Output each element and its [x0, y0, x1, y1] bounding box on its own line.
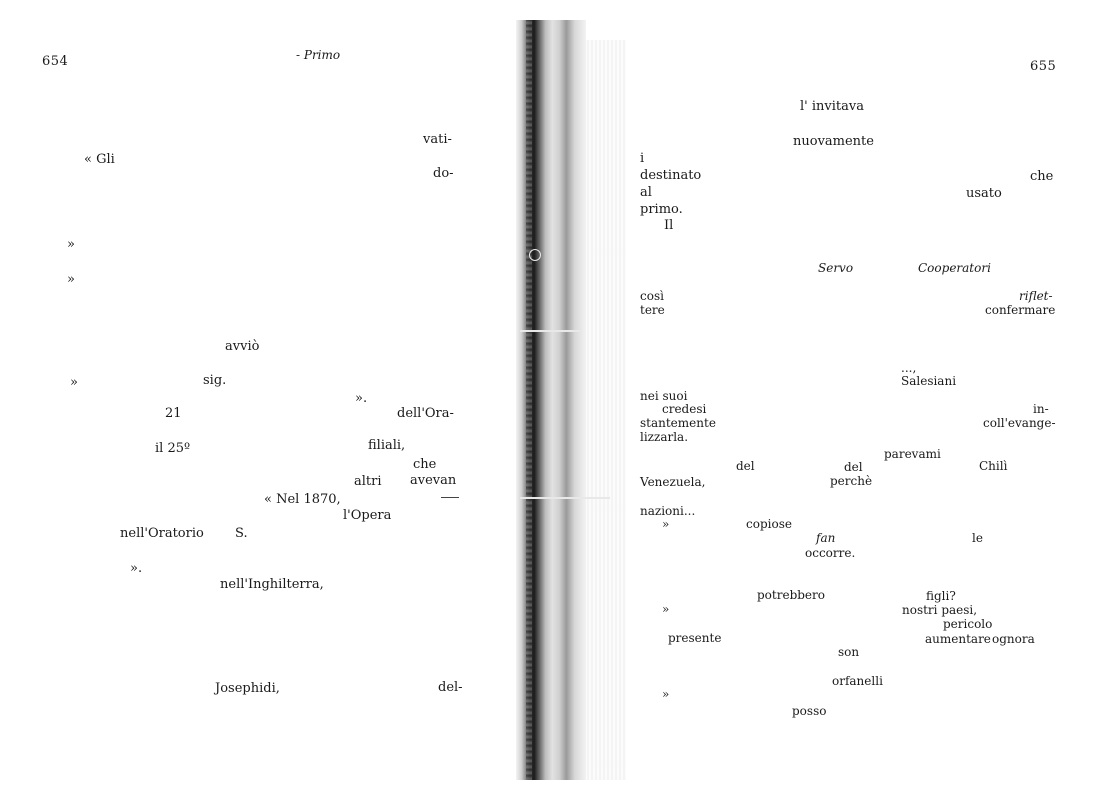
text-fragment: ». [355, 391, 368, 406]
text-fragment: fan [816, 531, 836, 545]
text-fragment: copiose [746, 517, 792, 531]
text-fragment: ognora [992, 632, 1035, 646]
text-fragment: » [662, 602, 670, 616]
text-fragment: primo. [640, 202, 683, 217]
running-head: - Primo [296, 48, 341, 62]
text-fragment: nei suoi [640, 389, 688, 403]
text-fragment: del [844, 460, 863, 474]
text-fragment: vati- [423, 132, 452, 147]
text-fragment: nell'Inghilterra, [220, 577, 324, 592]
text-fragment: del- [438, 680, 463, 695]
text-fragment: pericolo [943, 617, 993, 631]
text-fragment: perchè [830, 474, 873, 488]
page-curl-shadow [586, 40, 626, 780]
spine-crack-mark [520, 497, 610, 499]
text-fragment: nell'Oratorio [120, 526, 204, 541]
text-fragment: nostri paesi, [902, 603, 978, 617]
text-fragment: orfanelli [832, 674, 883, 688]
text-fragment: al [640, 185, 652, 200]
text-fragment: così [640, 289, 664, 303]
text-fragment: 21 [165, 406, 182, 421]
text-fragment: » [70, 375, 78, 390]
text-fragment: usato [966, 186, 1002, 201]
text-fragment: coll'evange- [983, 416, 1056, 430]
text-fragment: « Gli [84, 152, 115, 167]
text-fragment: Il [664, 218, 674, 233]
text-fragment: lizzarla. [640, 430, 689, 444]
text-fragment: l' invitava [800, 99, 864, 114]
text-fragment: avviò [225, 339, 260, 354]
text-fragment: S. [235, 526, 248, 541]
text-fragment: riflet- [1019, 289, 1053, 303]
text-fragment: sig. [203, 373, 227, 388]
text-fragment: Josephidi, [215, 681, 280, 696]
text-fragment: dell'Ora- [397, 406, 454, 421]
text-fragment: » [662, 517, 670, 531]
text-fragment: » [67, 237, 75, 252]
text-fragment: nazioni... [640, 504, 696, 518]
text-fragment: parevami [884, 447, 941, 461]
text-fragment: do- [433, 166, 454, 181]
text-fragment: il 25º [155, 441, 191, 456]
page-number: 655 [1030, 59, 1057, 74]
text-fragment: aumentare [925, 632, 991, 646]
spine-knot-mark [529, 249, 541, 261]
text-fragment: che [413, 457, 437, 472]
text-fragment: nuovamente [793, 134, 874, 149]
text-fragment: son [838, 645, 860, 659]
text-fragment: occorre. [805, 546, 856, 560]
text-fragment: le [972, 531, 983, 545]
em-dash-mark [441, 497, 459, 498]
text-fragment: Cooperatori [918, 261, 991, 275]
spine-crack-mark [520, 330, 580, 332]
text-fragment: ..., [901, 361, 917, 375]
text-fragment: credesi [662, 402, 707, 416]
page-number: 654 [42, 54, 69, 69]
text-fragment: i [640, 151, 645, 166]
text-fragment: filiali, [368, 438, 406, 453]
text-fragment: Servo [818, 261, 854, 275]
text-fragment: stantemente [640, 416, 716, 430]
text-fragment: che [1030, 169, 1054, 184]
text-fragment: Chilì [979, 459, 1008, 473]
text-fragment: potrebbero [757, 588, 825, 602]
text-fragment: tere [640, 303, 665, 317]
text-fragment: del [736, 459, 755, 473]
text-fragment: in- [1033, 402, 1049, 416]
text-fragment: presente [668, 631, 722, 645]
text-fragment: destinato [640, 168, 702, 183]
text-fragment: posso [792, 704, 827, 718]
text-fragment: l'Opera [343, 508, 392, 523]
text-fragment: » [662, 687, 670, 701]
text-fragment: Salesiani [901, 374, 957, 388]
text-fragment: figli? [926, 589, 956, 603]
text-fragment: « Nel 1870, [264, 492, 341, 507]
text-fragment: ». [130, 561, 143, 576]
spine-edge-texture [526, 20, 532, 780]
text-fragment: Venezuela, [640, 475, 706, 489]
text-fragment: avevan [410, 473, 457, 488]
text-fragment: altri [354, 474, 382, 489]
text-fragment: confermare [985, 303, 1056, 317]
text-fragment: » [67, 272, 75, 287]
